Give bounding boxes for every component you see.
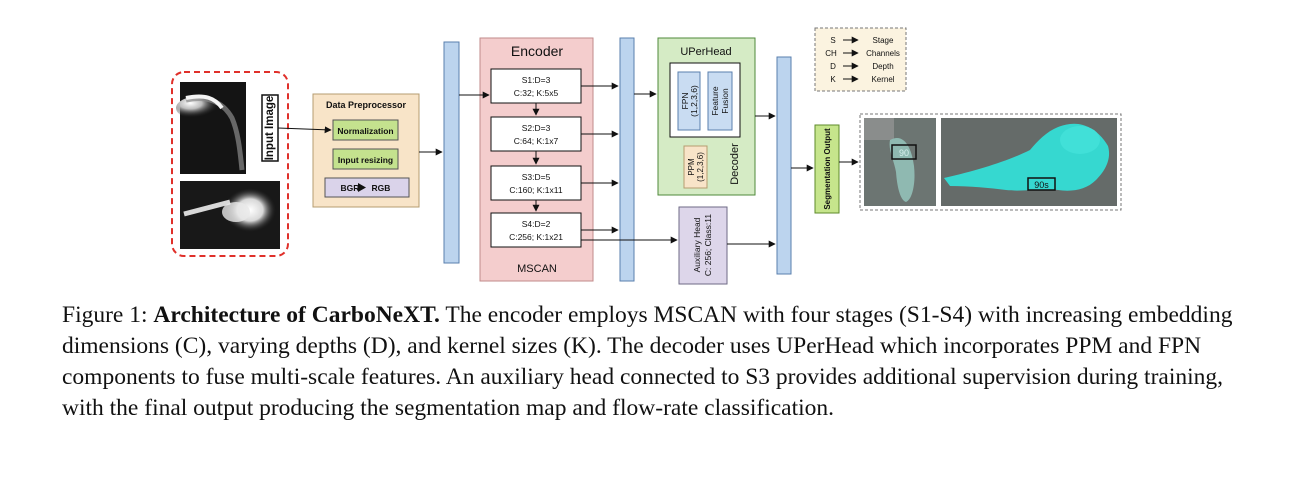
feature-column-1 xyxy=(443,41,460,264)
bgr-rgb-box xyxy=(324,177,410,198)
legend-row-stage: S Stage xyxy=(830,36,894,45)
legend-value-stage: Stage xyxy=(873,36,894,45)
connectors xyxy=(277,82,859,248)
legend-key-ch: CH xyxy=(825,49,837,58)
legend-row-kernel: K Kernel xyxy=(830,75,894,84)
ppm-label: PPM xyxy=(687,158,696,176)
input-image-bottom xyxy=(180,181,280,249)
stage-4-depth: S4:D=2 xyxy=(522,219,551,229)
legend-value-channels: Channels xyxy=(866,49,900,58)
input-image-label-box xyxy=(261,94,279,162)
normalization-label: Normalization xyxy=(337,126,393,136)
legend-row-depth: D Depth xyxy=(830,62,894,71)
input-images-border xyxy=(171,71,289,257)
legend-value-depth: Depth xyxy=(872,62,893,71)
stage-3-config: C:160; K:1x11 xyxy=(509,185,563,195)
input-resizing-label: Input resizing xyxy=(338,155,393,165)
stage-1-config: C:32; K:5x5 xyxy=(514,88,559,98)
segmentation-output: Segmentation Output xyxy=(814,124,840,214)
auxiliary-head: Auxiliary Head C: 256; Class:11 xyxy=(678,206,728,285)
legend-value-kernel: Kernel xyxy=(871,75,894,84)
output-label-right: 90s xyxy=(1034,180,1049,190)
caption-prefix: Figure 1: xyxy=(62,302,154,328)
fpn-label: FPN xyxy=(680,93,690,110)
output-images-border xyxy=(859,113,1122,211)
input-image-top xyxy=(176,82,246,174)
aux-head-label: Auxiliary Head xyxy=(692,217,702,272)
data-preprocessor: Data Preprocessor Normalization Input re… xyxy=(312,93,420,208)
legend-key-s: S xyxy=(830,36,835,45)
encoder-stage-3: S3:D=5 C:160; K:1x11 xyxy=(490,165,582,201)
stage-1-depth: S1:D=3 xyxy=(522,75,551,85)
legend: S Stage CH Channels D Depth K Kernel xyxy=(814,27,907,92)
fpn-scales: (1,2,3,6) xyxy=(689,85,699,117)
output-label-box-right xyxy=(1027,177,1056,191)
fpn-box xyxy=(677,71,701,131)
caption-body: The encoder employs MSCAN with four stag… xyxy=(62,302,1233,421)
caption-title: Architecture of CarboNeXT. xyxy=(153,302,440,328)
legend-key-d: D xyxy=(830,62,836,71)
stage-2-depth: S2:D=3 xyxy=(522,123,551,133)
data-preprocessor-title: Data Preprocessor xyxy=(326,100,407,110)
feature-column-3 xyxy=(776,56,792,275)
stage-3-depth: S3:D=5 xyxy=(522,172,551,182)
bgr-rgb-arrow-icon xyxy=(358,183,366,192)
encoder-title: Encoder xyxy=(511,43,563,59)
input-image-label: Input Image xyxy=(264,96,276,161)
segmentation-output-label: Segmentation Output xyxy=(823,128,832,210)
normalization-box xyxy=(332,119,399,141)
decoder: UPerHead FPN (1,2,3,6) Feature Fusion PP… xyxy=(657,37,756,196)
architecture-diagram: Input Image Data Preprocessor Normalizat… xyxy=(171,27,1122,285)
encoder-stage-2: S2:D=3 C:64; K:1x7 xyxy=(490,116,582,152)
decoder-side-label: Decoder xyxy=(729,143,741,185)
input-resizing-box xyxy=(332,148,399,170)
rgb-label: RGB xyxy=(372,183,391,193)
aux-head-config: C: 256; Class:11 xyxy=(703,214,713,276)
uperhead-title: UPerHead xyxy=(680,46,731,58)
encoder-stage-1: S1:D=3 C:32; K:5x5 xyxy=(490,68,582,104)
encoder-stage-4: S4:D=2 C:256; K:1x21 xyxy=(490,212,582,248)
fusion-label-2: Fusion xyxy=(720,88,730,114)
fusion-label-1: Feature xyxy=(710,86,720,116)
output-label-box-left xyxy=(891,144,917,160)
output-image-left: 90 xyxy=(864,118,936,206)
stage-4-config: C:256; K:1x21 xyxy=(509,232,563,242)
arrow-input-to-preprocessor xyxy=(277,126,332,134)
feature-fusion-box xyxy=(707,71,733,131)
legend-row-channels: CH Channels xyxy=(825,49,900,58)
stage-2-config: C:64; K:1x7 xyxy=(514,136,559,146)
output-images: 90 90s xyxy=(859,113,1122,211)
encoder-footer: MSCAN xyxy=(517,263,557,275)
output-label-left: 90 xyxy=(899,148,909,158)
input-group: Input Image xyxy=(171,71,289,257)
figure-caption: Figure 1: Architecture of CarboNeXT. The… xyxy=(62,300,1242,424)
feature-column-2 xyxy=(619,37,635,282)
legend-key-k: K xyxy=(830,75,836,84)
ppm-scales: (1,2,3,6) xyxy=(696,152,705,182)
ppm-box xyxy=(683,145,708,189)
bgr-label: BGR xyxy=(341,183,360,193)
output-image-right: 90s xyxy=(941,118,1117,206)
